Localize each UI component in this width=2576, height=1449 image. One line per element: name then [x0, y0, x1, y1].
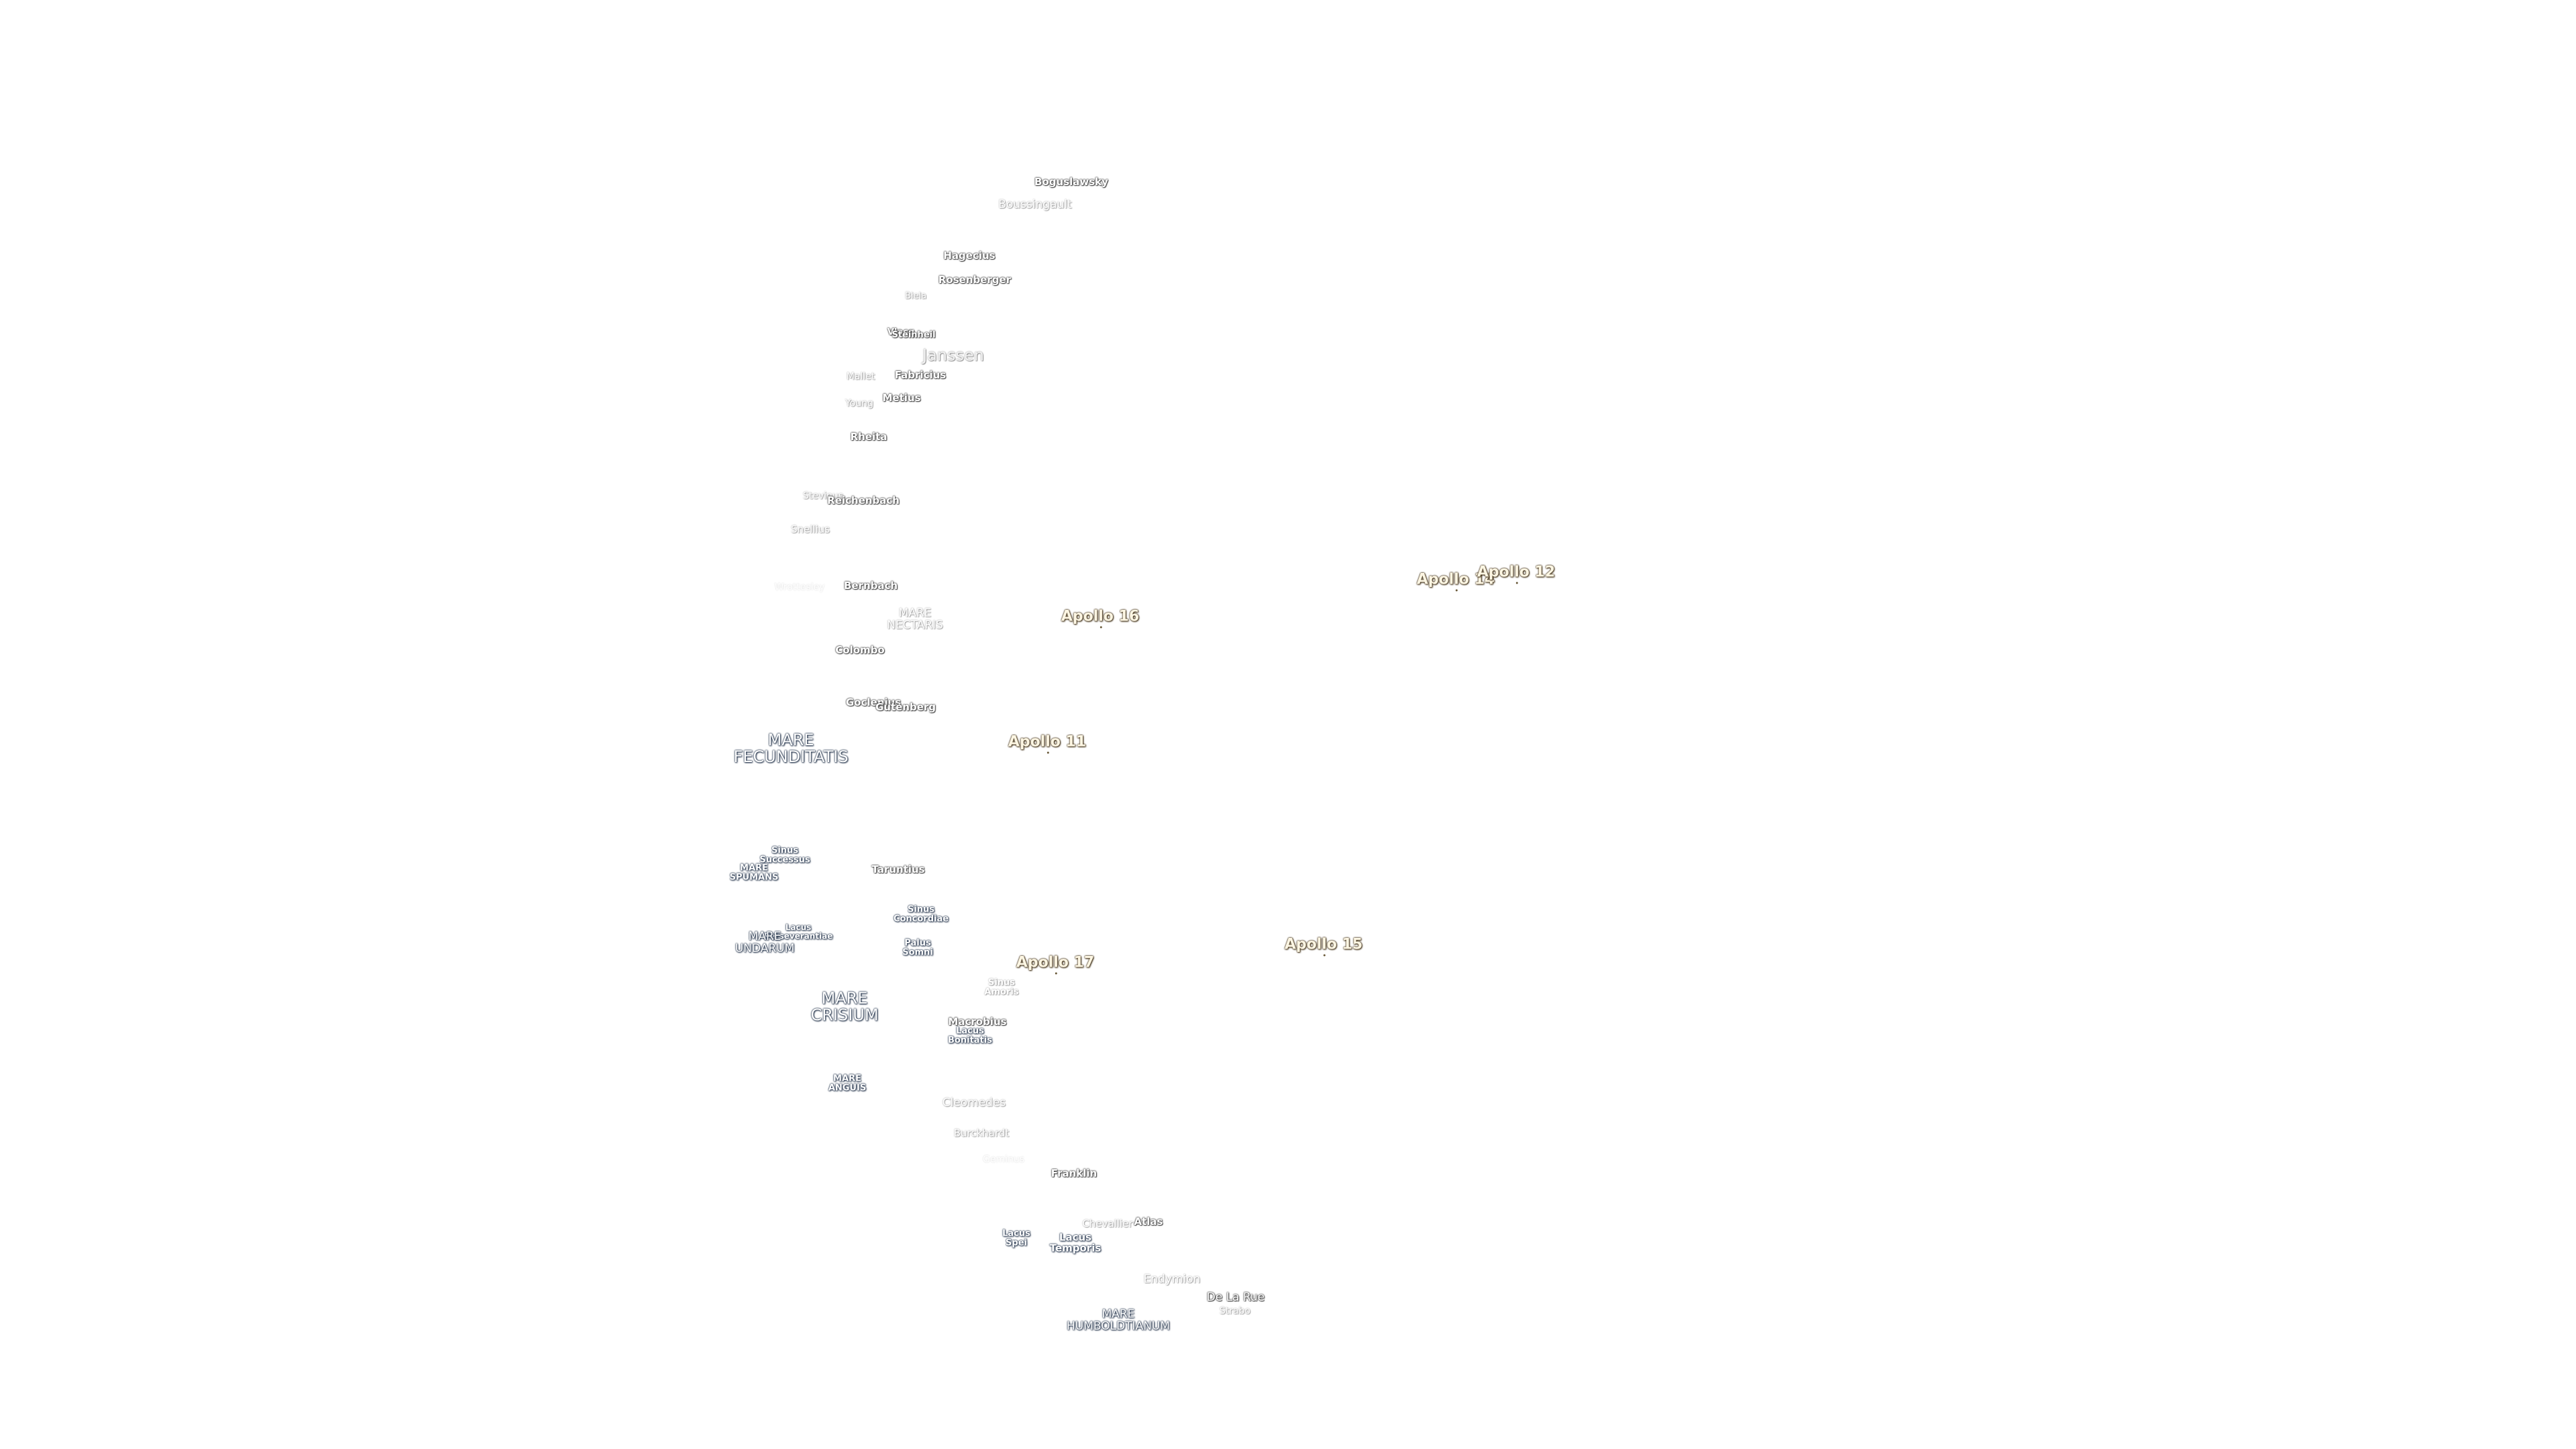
crater-label: Colombo [835, 644, 885, 657]
crater-label: Snellius [790, 523, 830, 536]
apollo-site-marker[interactable]: Apollo 14 [1416, 571, 1495, 592]
crater-label: Wrottesley [774, 582, 825, 593]
apollo-site-marker[interactable]: Apollo 16 [1061, 608, 1140, 629]
mare-label: MARE UNDARUM [735, 930, 795, 955]
crater-label: Metius [882, 392, 921, 405]
crater-label: Boguslawsky [1034, 176, 1108, 189]
crater-label: Cleomedes [942, 1096, 1006, 1110]
crater-label: Boussingault [998, 198, 1072, 212]
mare-label: MARE ANGUIS [828, 1073, 867, 1093]
crater-label: Rheita [850, 431, 888, 443]
crater-label: Biela [904, 291, 927, 302]
apollo-site-marker[interactable]: Apollo 17 [1016, 954, 1095, 975]
crater-label: Hagecius [943, 250, 996, 262]
crater-label: Stevinus [802, 490, 844, 502]
crater-label: Geminus [982, 1154, 1025, 1165]
crater-label: Macrobius [948, 1016, 1007, 1028]
mare-label: Sinus Concordiae [893, 904, 949, 924]
crater-label: Janssen [922, 345, 984, 365]
apollo-site-marker[interactable]: Apollo 15 [1284, 936, 1363, 957]
crater-label: Goclenius [845, 696, 902, 709]
crater-label: De La Rue [1206, 1291, 1265, 1305]
mare-label: MARE SPUMANS [729, 863, 779, 882]
crater-label: Mallet [846, 371, 875, 382]
crater-label: Steinheil [892, 330, 936, 341]
mare-label: MARE FECUNDITATIS [733, 730, 849, 766]
mare-label: Sinus Successus [759, 845, 810, 865]
mare-label: MARE NECTARIS [887, 606, 943, 632]
mare-label: Sinus Amoris [984, 977, 1019, 997]
crater-label: Bernbach [843, 580, 898, 592]
crater-label: Reichenbach [827, 494, 900, 507]
crater-label: Franklin [1051, 1167, 1097, 1180]
mare-label: Lacus Spei [1002, 1228, 1030, 1248]
crater-label: Burckhardt [953, 1127, 1010, 1140]
apollo-site-marker[interactable]: Apollo 11 [1008, 733, 1087, 754]
mare-label: MARE HUMBOLDTIANUM [1066, 1307, 1171, 1333]
crater-label: Young [845, 398, 873, 409]
crater-label: Endymion [1143, 1273, 1201, 1287]
mare-label: Lacus Temporis [1049, 1231, 1102, 1254]
crater-label: Strabo [1219, 1305, 1251, 1317]
crater-label: Vlacq [887, 327, 915, 338]
crater-label: Gutenberg [875, 701, 936, 714]
crater-label: Atlas [1134, 1216, 1163, 1228]
mare-label: Lacus Bonitatis [948, 1026, 992, 1045]
apollo-site-marker[interactable]: Apollo 12 [1477, 564, 1556, 584]
crater-label: Fabricius [894, 369, 947, 382]
crater-label: Chevallier [1082, 1218, 1133, 1230]
mare-label: Lacus Perseverantiae [763, 922, 833, 941]
crater-label: Rosenberger [938, 274, 1012, 286]
crater-label: Taruntius [871, 863, 925, 876]
mare-label: MARE CRISIUM [810, 988, 879, 1024]
mare-label: Palus Somni [902, 938, 933, 957]
